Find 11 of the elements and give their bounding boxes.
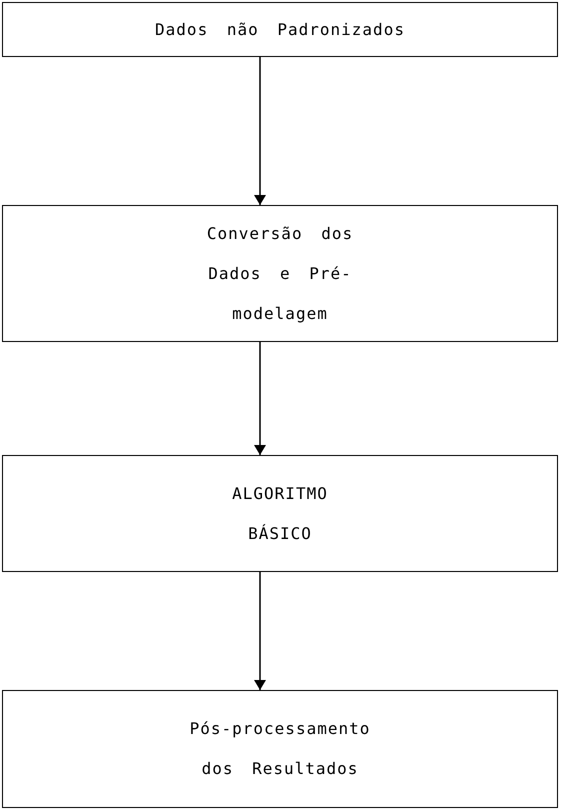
process-box xyxy=(2,455,558,572)
box-label: ALGORITMO BÁSICO xyxy=(231,482,329,544)
box-label: Conversão dos Dados e Pré-modelagem xyxy=(206,222,354,324)
arrow xyxy=(254,342,266,455)
process-box xyxy=(2,690,558,808)
arrow xyxy=(254,57,266,205)
process-box xyxy=(2,2,558,57)
box-label: Pós-processamento dos Resultados xyxy=(188,718,372,780)
box-label: Dados não Padronizados xyxy=(155,18,405,40)
process-box xyxy=(2,205,558,342)
arrow xyxy=(254,572,266,690)
